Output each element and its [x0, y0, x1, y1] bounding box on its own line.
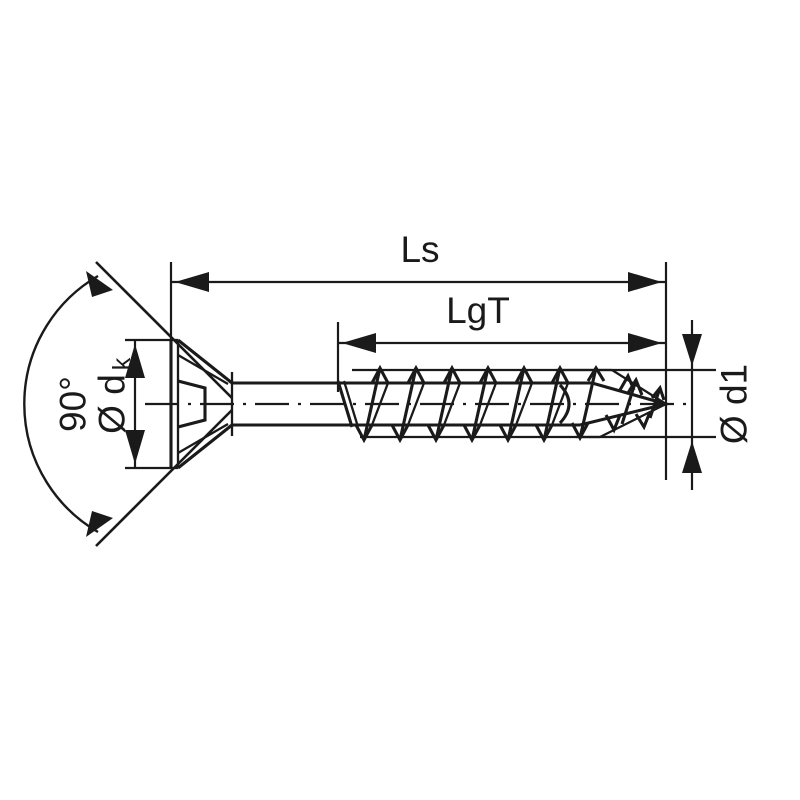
lgt-dimension: LgT — [336, 290, 666, 392]
thread-cutting-notch — [558, 383, 571, 425]
dk-dimension: Ø d k — [92, 338, 178, 470]
d1-label: Ø d1 — [714, 364, 755, 444]
thread-flank-back-5 — [514, 382, 534, 426]
tip-flank-1 — [620, 379, 638, 425]
lgt-arrow-left — [342, 333, 376, 353]
d1-arrow-bottom — [682, 441, 702, 473]
ls-label: Ls — [400, 229, 439, 270]
thread-flank-back-2 — [406, 382, 426, 426]
angle-arc — [23, 274, 99, 534]
lgt-arrow-right — [628, 333, 662, 353]
ls-arrow-right — [628, 272, 662, 292]
dk-label-group: Ø d k — [92, 357, 137, 434]
screw-body — [145, 338, 690, 470]
dk-label: Ø d — [92, 374, 133, 434]
head-rib-lower — [177, 423, 229, 454]
ls-arrow-left — [175, 272, 209, 292]
angle-label: 90° — [53, 376, 94, 432]
dk-arrow-top — [125, 344, 145, 378]
dk-arrow-bottom — [125, 430, 145, 464]
lgt-label: LgT — [446, 290, 510, 331]
d1-arrow-top — [682, 334, 702, 366]
thread-runout-a — [336, 380, 354, 428]
tip-thread-2 — [634, 411, 652, 431]
angle-arrow-top — [86, 271, 113, 297]
dk-label-subscript: k — [108, 357, 136, 370]
angle-arrow-bottom — [86, 511, 113, 537]
tip-envelope-lower — [599, 402, 667, 439]
thread-runout-b — [342, 380, 360, 428]
head-cone-lower — [177, 423, 233, 470]
thread-flank-5 — [506, 367, 526, 441]
ls-dimension: Ls — [169, 229, 668, 480]
head-rib-upper — [177, 354, 229, 385]
head-cone-upper — [177, 338, 233, 385]
angle-ray-upper — [95, 261, 233, 399]
angle-ray-lower — [95, 409, 233, 547]
head-angle-indicator: 90° — [23, 261, 233, 547]
